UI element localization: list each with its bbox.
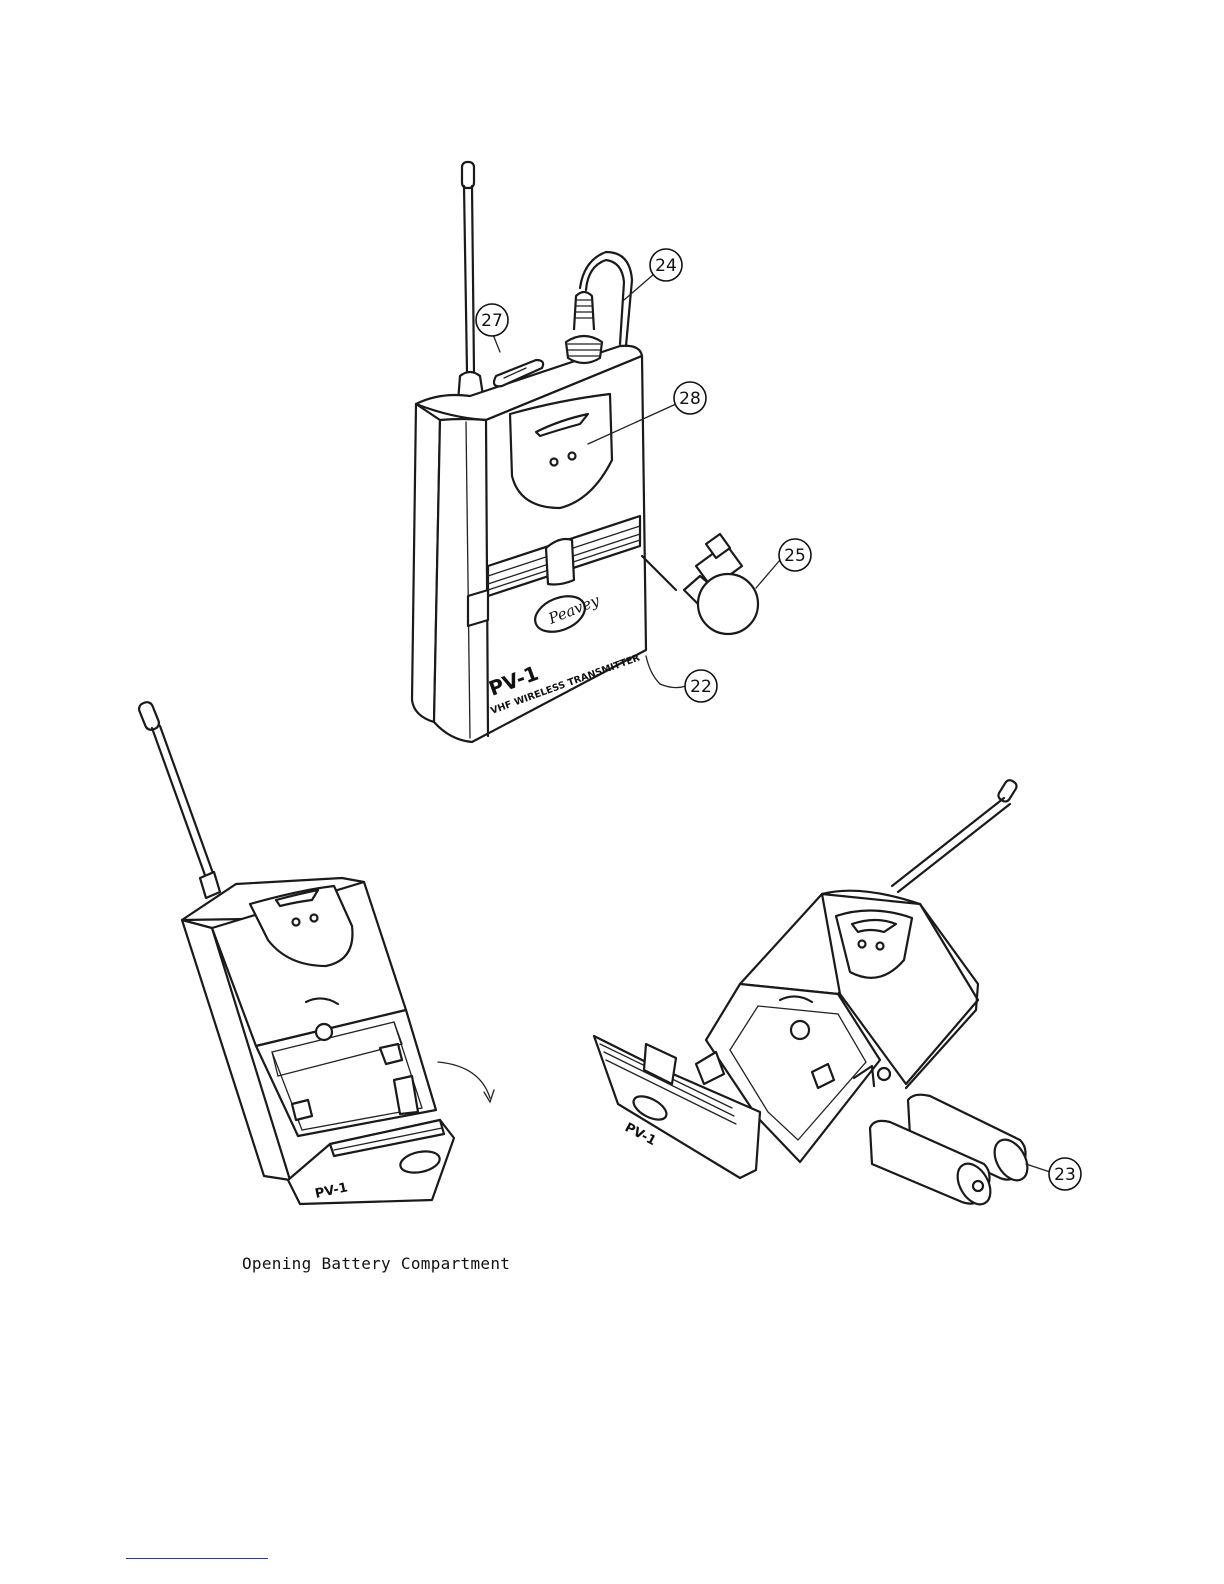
antenna-top bbox=[458, 162, 484, 402]
aa-batteries bbox=[870, 1095, 1034, 1210]
svg-text:28: 28 bbox=[679, 389, 701, 409]
footnote-rule bbox=[126, 1558, 268, 1559]
figure-caption: Opening Battery Compartment bbox=[242, 1254, 510, 1273]
callout-25: 25 bbox=[779, 539, 811, 571]
svg-text:25: 25 bbox=[784, 546, 806, 566]
svg-text:22: 22 bbox=[690, 677, 712, 697]
open-arrow bbox=[438, 1062, 490, 1098]
svg-text:23: 23 bbox=[1054, 1165, 1076, 1185]
transmitter-open-left: PV-1 bbox=[137, 700, 494, 1204]
lavalier-microphone bbox=[642, 534, 758, 634]
callout-22: 22 bbox=[685, 670, 717, 702]
callout-24: 24 bbox=[650, 249, 682, 281]
callout-23: 23 bbox=[1049, 1158, 1081, 1190]
power-led bbox=[551, 459, 558, 466]
svg-text:27: 27 bbox=[481, 311, 503, 331]
svg-text:24: 24 bbox=[655, 256, 677, 276]
callout-28: 28 bbox=[674, 382, 706, 414]
battery-led bbox=[569, 453, 576, 460]
transmitter-open-right: PV-1 bbox=[594, 778, 1050, 1210]
transmitter-front-view: Peavey PV-1 VHF WIRELESS TRANSMITTER bbox=[412, 162, 780, 742]
callout-27: 27 bbox=[476, 304, 508, 336]
